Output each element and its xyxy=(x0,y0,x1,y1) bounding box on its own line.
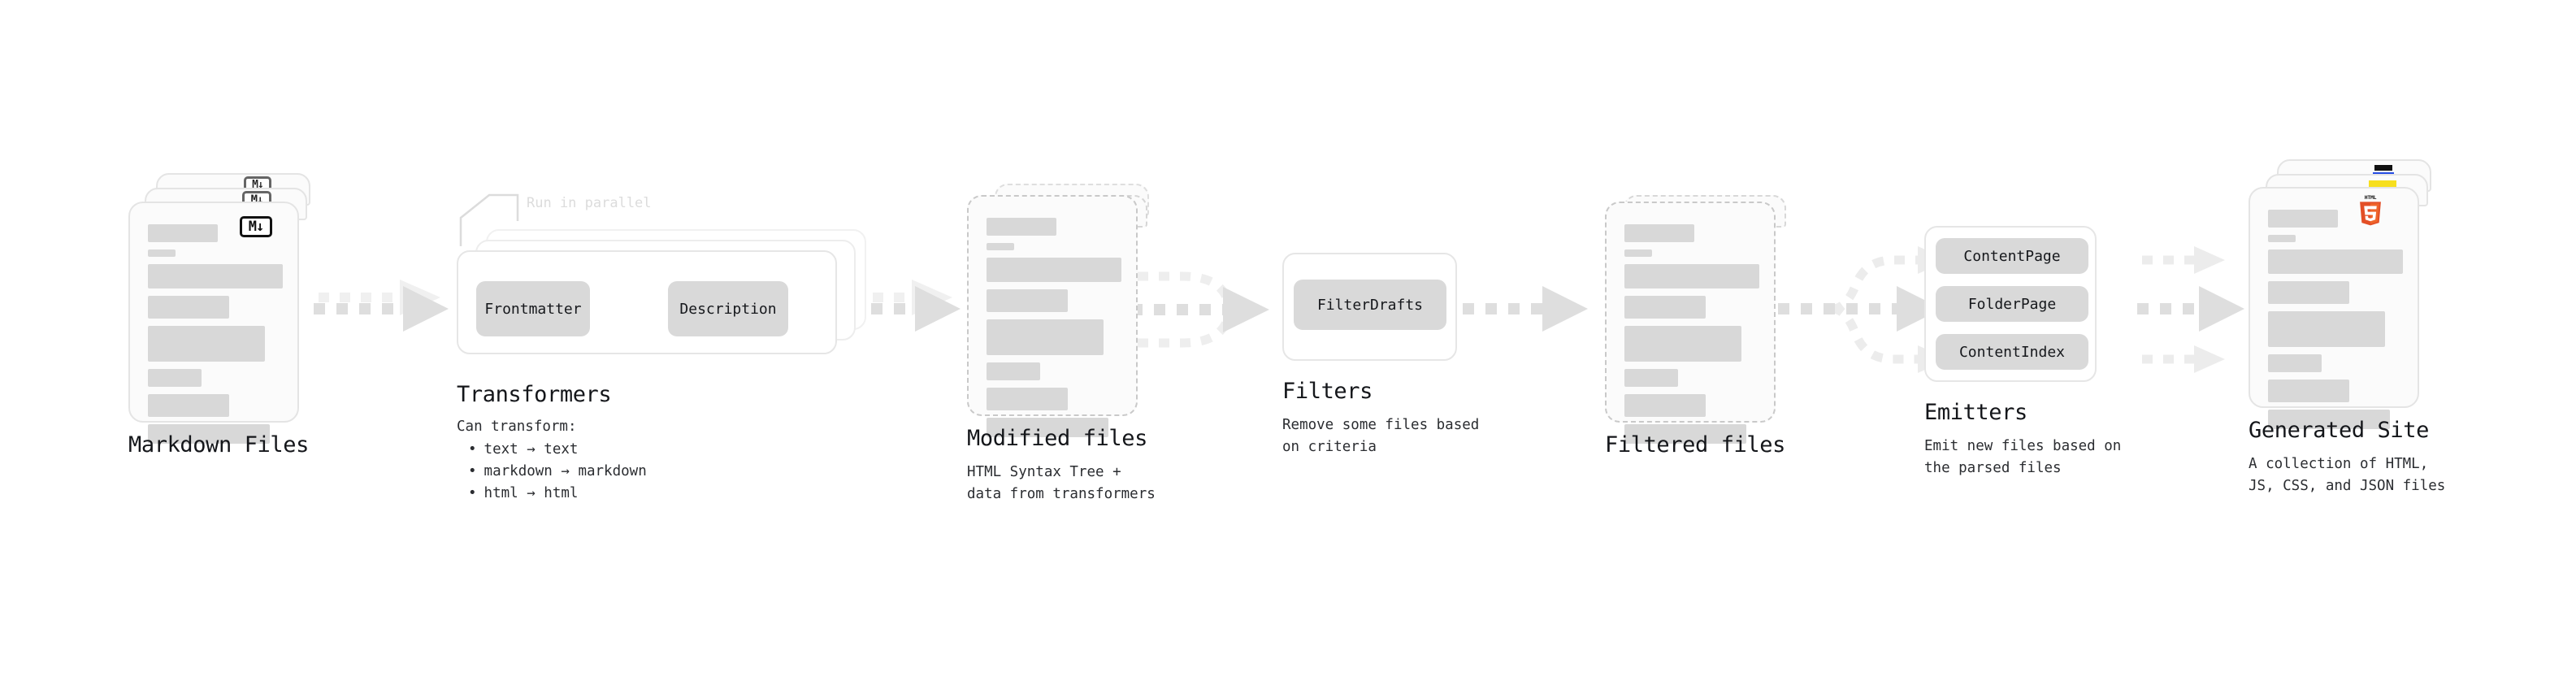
emitters-pill-contentpage[interactable]: ContentPage xyxy=(1936,238,2088,274)
doc-skeleton xyxy=(1624,224,1759,444)
transformers-description: Can transform: text → text markdown → ma… xyxy=(457,416,647,505)
doc-skeleton-bar xyxy=(148,326,265,362)
doc-skeleton-bar xyxy=(1624,394,1706,417)
doc-skeleton-bar xyxy=(148,369,202,387)
css-badge-cap xyxy=(2374,165,2392,171)
filtered-doc-front xyxy=(1605,202,1776,444)
arrow-filtered-to-emitters xyxy=(1778,246,1949,373)
doc-skeleton xyxy=(987,218,1121,437)
doc-skeleton-bar xyxy=(1624,424,1746,444)
doc-skeleton-bar xyxy=(148,394,229,417)
doc-skeleton-bar xyxy=(1624,296,1706,319)
markdown-badge: M↓ xyxy=(240,216,272,237)
doc-skeleton-bar xyxy=(148,249,176,257)
stage-subtitle-generated-site: A collection of HTML, JS, CSS, and JSON … xyxy=(2249,456,2446,494)
arrow-emitters-to-site xyxy=(2137,246,2244,373)
doc-skeleton-bar xyxy=(987,243,1014,250)
arrow-modified-to-filters xyxy=(1131,271,1269,348)
doc-skeleton-bar xyxy=(2268,249,2403,274)
stage-title-modified-files: Modified files xyxy=(967,426,1147,451)
transformer-pill-frontmatter[interactable]: Frontmatter xyxy=(476,281,590,336)
site-doc-front xyxy=(2249,187,2419,429)
transformers-bullet-list: text → text markdown → markdown html → h… xyxy=(457,439,647,505)
doc-skeleton-bar xyxy=(2268,410,2390,429)
doc-skeleton-bar xyxy=(987,289,1068,312)
doc-skeleton-bar xyxy=(148,224,218,242)
doc-skeleton-bar xyxy=(148,424,270,444)
stage-title-filtered-files: Filtered files xyxy=(1605,432,1785,458)
doc-skeleton xyxy=(2268,210,2403,429)
emitters-pill-folderpage[interactable]: FolderPage xyxy=(1936,286,2088,322)
transformers-bullet-0: text → text xyxy=(468,439,647,461)
doc-skeleton-bar xyxy=(2268,311,2385,347)
doc-skeleton-bar xyxy=(987,418,1108,437)
doc-skeleton-bar xyxy=(987,319,1104,355)
stage-title-markdown-files: Markdown Files xyxy=(128,432,309,458)
modified-doc-front xyxy=(967,195,1138,437)
svg-text:HTML: HTML xyxy=(2365,194,2377,201)
doc-skeleton-bar xyxy=(1624,224,1694,242)
transformers-bullet-1: markdown → markdown xyxy=(468,461,647,483)
stage-title-emitters: Emitters xyxy=(1924,400,2027,425)
emitters-pill-contentindex[interactable]: ContentIndex xyxy=(1936,334,2088,370)
stage-title-transformers: Transformers xyxy=(457,382,612,407)
doc-skeleton-bar xyxy=(1624,264,1759,288)
doc-skeleton-bar xyxy=(148,296,229,319)
filters-pill-filterdrafts[interactable]: FilterDrafts xyxy=(1294,280,1446,330)
stage-subtitle-emitters: Emit new files based on the parsed files xyxy=(1924,438,2122,476)
arrow-filters-to-filtered xyxy=(1463,286,1588,332)
doc-skeleton-bar xyxy=(1624,369,1678,387)
transformers-bullet-2: html → html xyxy=(468,483,647,505)
doc-skeleton-bar xyxy=(987,218,1056,236)
stage-subtitle-filters: Remove some files based on criteria xyxy=(1282,417,1480,455)
doc-skeleton-bar xyxy=(2268,235,2296,242)
transformer-pill-description[interactable]: Description xyxy=(668,281,788,336)
doc-skeleton-bar xyxy=(2268,281,2349,304)
doc-skeleton-bar xyxy=(1624,326,1741,362)
stage-title-generated-site: Generated Site xyxy=(2249,418,2429,443)
doc-skeleton-bar xyxy=(1624,249,1652,257)
arrow-markdown-to-transformers xyxy=(314,280,449,332)
doc-skeleton xyxy=(148,224,283,444)
html5-icon: HTML xyxy=(2360,194,2381,226)
transformers-lead: Can transform: xyxy=(457,419,577,435)
stage-subtitle-modified-files: HTML Syntax Tree + data from transformer… xyxy=(967,464,1156,502)
doc-skeleton-bar xyxy=(2268,210,2338,228)
doc-skeleton-bar xyxy=(148,264,283,288)
stage-title-filters: Filters xyxy=(1282,379,1373,404)
doc-skeleton-bar xyxy=(2268,354,2322,372)
run-in-parallel-label: Run in parallel xyxy=(527,195,652,211)
doc-skeleton-bar xyxy=(987,258,1121,282)
doc-skeleton-bar xyxy=(987,362,1040,380)
doc-skeleton-bar xyxy=(2268,380,2349,402)
doc-skeleton-bar xyxy=(987,388,1068,410)
markdown-doc-front xyxy=(128,202,299,444)
